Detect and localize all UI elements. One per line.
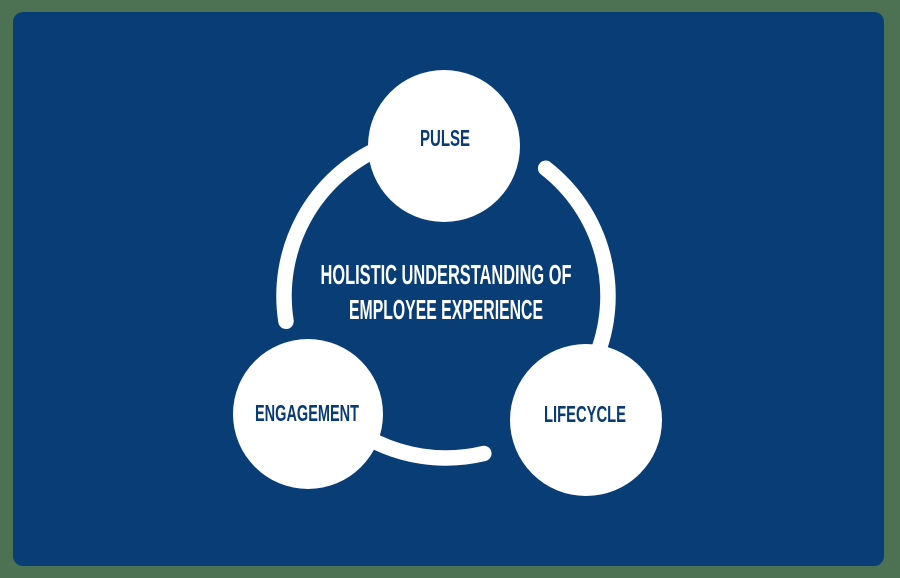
pulse-circle [368, 70, 520, 222]
pulse-label: PULSE [420, 125, 470, 151]
node-engagement: ENGAGEMENT [233, 339, 383, 489]
arc-lifecycle-to-pulse [537, 160, 616, 368]
node-lifecycle: LIFECYCLE [510, 344, 662, 496]
node-pulse: PULSE [368, 70, 520, 222]
center-caption-line2: EMPLOYEE EXPERIENCE [349, 294, 543, 325]
arc-pulse-to-engagement [276, 140, 388, 330]
lifecycle-circle [510, 344, 662, 496]
center-caption-line1: HOLISTIC UNDERSTANDING OF [321, 259, 572, 290]
center-caption: HOLISTIC UNDERSTANDING OF EMPLOYEE EXPER… [321, 259, 572, 325]
lifecycle-label: LIFECYCLE [544, 401, 626, 427]
diagram-card [13, 12, 884, 566]
engagement-circle [233, 339, 383, 489]
engagement-label: ENGAGEMENT [255, 400, 359, 426]
